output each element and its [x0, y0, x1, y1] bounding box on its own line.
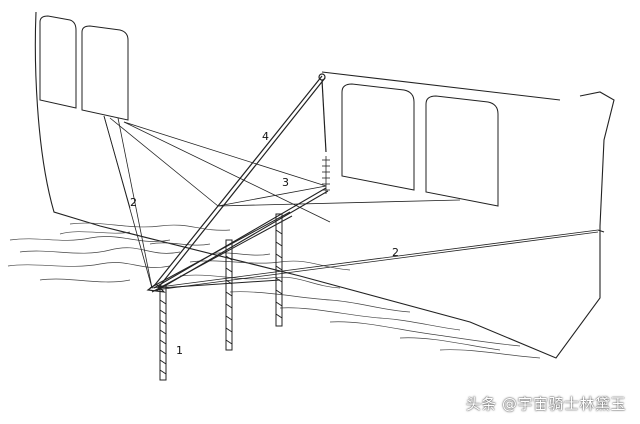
pole-3 [153, 187, 329, 292]
label-3: 3 [282, 176, 289, 189]
hull-windows [39, 15, 499, 207]
diagram-labels: 1 2 2 3 4 [130, 130, 399, 357]
stake-1 [159, 285, 167, 381]
pole-4 [153, 73, 327, 289]
stake-3 [275, 213, 283, 327]
window-4 [425, 95, 499, 207]
ship-hull [34, 11, 615, 359]
label-1: 1 [176, 344, 183, 357]
window-2 [81, 25, 129, 121]
hanging-ruler [322, 156, 330, 194]
stakes [149, 211, 293, 381]
tripod-base [146, 283, 166, 293]
label-2b: 2 [392, 246, 399, 259]
stake-2 [225, 239, 233, 351]
water-surface [7, 222, 541, 359]
label-4: 4 [262, 130, 269, 143]
window-1 [39, 15, 77, 109]
label-2a: 2 [130, 196, 137, 209]
window-3 [341, 83, 415, 191]
rigging-lines [103, 115, 599, 291]
watermark: 头条 @宇宙骑士林黛玉 [465, 395, 626, 413]
